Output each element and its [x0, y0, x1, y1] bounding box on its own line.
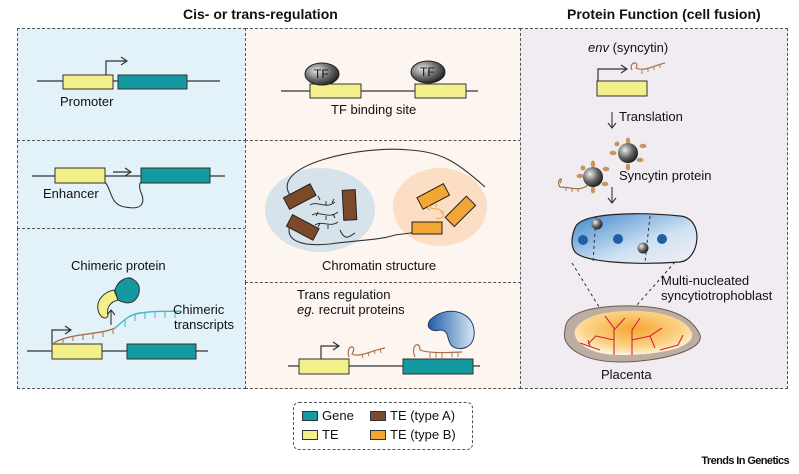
label-chimeric-transcripts-2: transcripts [174, 317, 234, 332]
te-type-a-box [285, 213, 320, 241]
tf-protein-icon [304, 62, 340, 86]
chimeric-protein-gene-part [114, 277, 140, 304]
chimeric-diagram [27, 277, 208, 360]
te-box [54, 167, 106, 184]
syncytiotrophoblast-cell [571, 213, 698, 264]
label-recruit-proteins: eg. recruit proteins [297, 302, 405, 317]
legend-label: TE [322, 427, 339, 442]
te-box [298, 358, 350, 375]
tf-text: TF [420, 65, 435, 79]
tf-protein-icon [410, 60, 446, 84]
label-enhancer: Enhancer [43, 186, 99, 201]
env-rna [630, 62, 666, 71]
label-eg: eg. [297, 302, 316, 317]
translation-arrow-icon [607, 112, 617, 129]
label-placenta: Placenta [601, 367, 652, 382]
legend-swatch-te-type-a [370, 410, 386, 421]
tf-text: TF [314, 67, 329, 81]
label-syncytin-protein: Syncytin protein [619, 168, 712, 183]
legend-swatch-te-type-b [370, 429, 386, 440]
gene-box [117, 74, 188, 90]
title-protein-function: Protein Function (cell fusion) [567, 6, 761, 22]
gene-box [402, 358, 474, 375]
chimeric-transcript-gene-part [114, 310, 182, 329]
translation-arrow-icon [106, 309, 116, 325]
nucleus-icon [613, 234, 623, 244]
title-cis-trans: Cis- or trans-regulation [183, 6, 338, 22]
gene-box [126, 343, 197, 360]
chromatin-diagram [265, 148, 487, 252]
label-trans-regulation: Trans regulation [297, 287, 391, 302]
legend-label: TE (type B) [390, 427, 456, 442]
nucleus-icon [657, 234, 667, 244]
te-type-b-box [411, 221, 443, 235]
legend-item-gene: Gene [302, 408, 354, 423]
promoter-diagram [37, 56, 220, 90]
transcription-arrow-icon [597, 64, 629, 81]
arrow-down-icon [607, 187, 617, 204]
legend-item-te: TE [302, 427, 339, 442]
rna-on-gene [413, 344, 463, 358]
legend-label: Gene [322, 408, 354, 423]
placenta-icon [563, 305, 701, 363]
syncytin-rna [557, 178, 589, 190]
nucleus-icon [578, 235, 588, 245]
te-box [309, 83, 362, 99]
te-box [51, 343, 103, 360]
label-recruit-rest: recruit proteins [315, 302, 405, 317]
te-type-a-box [341, 189, 358, 221]
te-type-a-box [282, 183, 317, 211]
trans-regulation-diagram [288, 310, 480, 375]
panel-trans-regulation [245, 282, 521, 389]
label-tf-binding-site: TF binding site [331, 102, 417, 117]
legend-swatch-gene [302, 410, 318, 421]
transcription-arrow-icon [51, 325, 73, 344]
te-type-b-box [416, 182, 451, 210]
legend: Gene TE (type A) TE TE (type B) [293, 402, 473, 450]
te-type-b-box [444, 195, 477, 228]
label-syncytiotrophoblast: syncytiotrophoblast [661, 288, 773, 303]
legend-swatch-te [302, 429, 318, 440]
label-chimeric-protein: Chimeric protein [71, 258, 166, 273]
protein-function-diagram [557, 62, 701, 363]
chimeric-transcript-te-part [53, 327, 116, 344]
brand-trends-in-genetics: Trends In Genetics [701, 455, 789, 467]
syncytin-protein-icon [576, 160, 610, 194]
legend-item-te-type-a: TE (type A) [370, 408, 455, 423]
syncytin-protein-icon [609, 137, 647, 171]
panel-chimeric [17, 228, 246, 389]
enhancer-loop [104, 181, 144, 209]
te-box [414, 83, 467, 99]
enhancer-diagram [32, 167, 225, 209]
legend-item-te-type-b: TE (type B) [370, 427, 456, 442]
label-env-syncytin: env (syncytin) [588, 40, 668, 55]
label-chromatin-structure: Chromatin structure [322, 258, 437, 273]
te-box [596, 80, 648, 97]
rna-transcript [347, 346, 386, 358]
recruited-protein-icon [427, 310, 475, 350]
label-promoter: Promoter [60, 94, 114, 109]
label-translation: Translation [619, 109, 683, 124]
label-multi-nucleated: Multi-nucleated [661, 273, 750, 288]
gene-box [140, 167, 211, 184]
label-env: env [588, 40, 609, 55]
transcription-arrow-icon [105, 56, 129, 75]
legend-label: TE (type A) [390, 408, 456, 423]
tf-binding-diagram [281, 60, 478, 99]
label-chimeric-transcripts-1: Chimeric [173, 302, 225, 317]
label-syncytin: (syncytin) [608, 40, 669, 55]
transcription-arrow-icon [320, 341, 341, 359]
chimeric-protein-te-part [97, 289, 119, 319]
te-box [62, 74, 114, 90]
enhancer-arrow-icon [113, 167, 133, 177]
